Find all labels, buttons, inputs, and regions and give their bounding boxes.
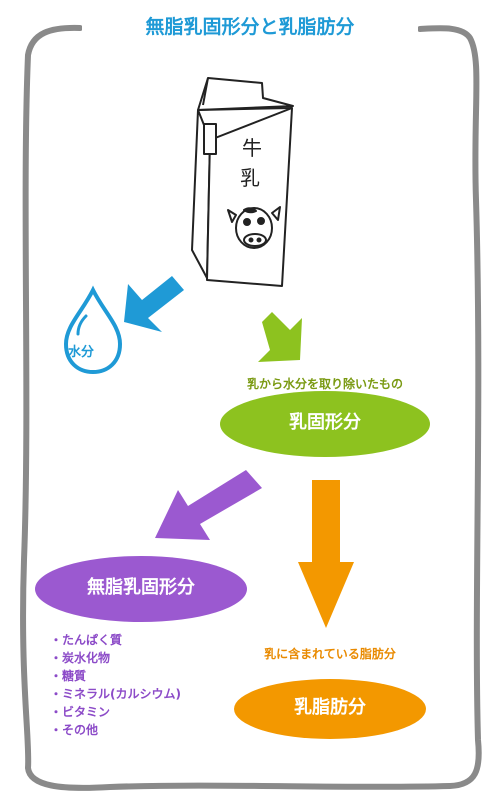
list-item: ・炭水化物	[50, 651, 111, 665]
list-item: ・その他	[50, 723, 99, 737]
carton-label-line1: 牛	[242, 136, 262, 160]
arrow-to-water	[124, 276, 184, 332]
milk-carton	[191, 77, 294, 287]
hand-drawn-frame	[20, 24, 482, 791]
list-item: ・たんぱく質	[50, 633, 123, 647]
arrow-to-nonfat-solids	[155, 470, 262, 540]
arrow-to-milk-fat	[298, 480, 354, 628]
water-drop-icon	[63, 285, 123, 375]
water-label: 水分	[68, 345, 95, 360]
milk-solids-node	[220, 391, 430, 457]
milk-solids-label: 乳固形分	[289, 412, 361, 433]
nonfat-solids-label: 無脂乳固形分	[87, 577, 195, 598]
nonfat-solids-node	[35, 556, 247, 622]
carton-label-line2: 乳	[240, 166, 260, 190]
page-title: 無脂乳固形分と乳脂肪分	[145, 16, 355, 38]
arrow-to-milk-solids	[258, 312, 302, 362]
milk-fat-label: 乳脂肪分	[294, 697, 366, 718]
milk-solids-caption: 乳から水分を取り除いたもの	[246, 377, 403, 391]
list-item: ・ビタミン	[50, 705, 111, 719]
nonfat-components-list: ・たんぱく質 ・炭水化物 ・糖質 ・ミネラル(カルシウム) ・ビタミン ・その他	[50, 631, 181, 739]
cow-face-icon	[227, 206, 281, 249]
list-item: ・ミネラル(カルシウム)	[50, 687, 181, 701]
milk-fat-node	[234, 679, 426, 739]
list-item: ・糖質	[50, 669, 87, 683]
milk-fat-caption: 乳に含まれている脂肪分	[264, 647, 396, 661]
title-backdrop	[82, 10, 418, 48]
